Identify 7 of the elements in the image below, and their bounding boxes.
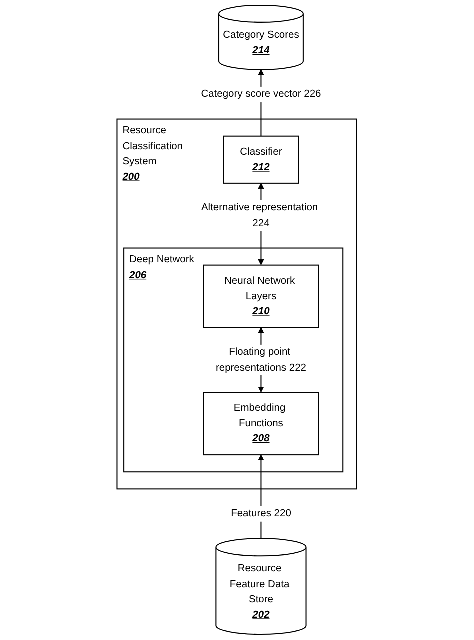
edge-label: Floating point representations 222 <box>216 346 306 374</box>
edge-label: Features 220 <box>231 508 292 520</box>
edge-label: Alternative representation 224 <box>201 202 318 229</box>
node-box: Classifier 212 <box>223 136 300 184</box>
edge-label: Category score vector 226 <box>201 88 322 100</box>
node-box: Neural Network Layers 210 <box>203 264 320 328</box>
node-box: Embedding Functions 208 <box>203 392 320 456</box>
